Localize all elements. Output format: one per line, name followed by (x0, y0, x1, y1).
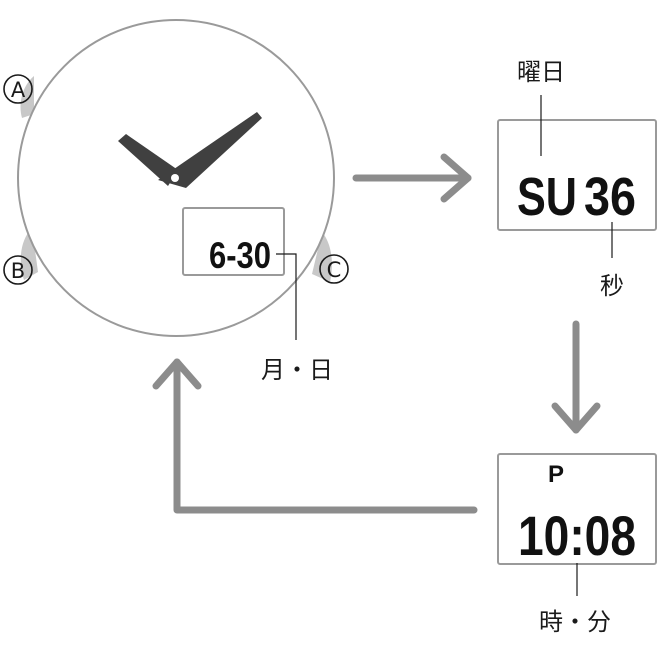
seconds-value: 36 (584, 167, 636, 227)
weekday-screen-frame (497, 119, 657, 231)
pm-indicator: P (548, 461, 564, 488)
svg-text:A: A (11, 78, 26, 102)
watch-lcd-date: 6-30 (209, 235, 271, 276)
weekday-seconds-screen: 曜日 SU 36 秒 (497, 58, 657, 300)
svg-text:C: C (327, 258, 342, 282)
minute-hand (158, 112, 262, 188)
arrow-down (551, 320, 601, 434)
button-c-icon: C (319, 254, 349, 284)
svg-text:B: B (11, 259, 25, 283)
weekday-value: SU (517, 167, 577, 227)
time-screen: P 10:08 時・分 (497, 453, 657, 636)
button-a-icon: A (3, 74, 33, 104)
button-c-shape (312, 232, 332, 282)
watch: 6-30 月・日 A B C (3, 19, 349, 384)
watch-lcd-frame (182, 207, 285, 276)
weekday-label: 曜日 (517, 58, 565, 86)
hour-hand (118, 134, 178, 186)
button-a-shape (20, 76, 34, 118)
date-label: 月・日 (261, 356, 333, 384)
seconds-label: 秒 (600, 272, 624, 300)
time-label: 時・分 (539, 608, 611, 636)
time-value: 10:08 (518, 504, 636, 567)
hand-pivot (171, 174, 179, 182)
date-leader-line (276, 253, 297, 340)
button-b-icon: B (3, 255, 33, 285)
arrow-right (352, 153, 472, 203)
arrow-return (152, 358, 478, 514)
